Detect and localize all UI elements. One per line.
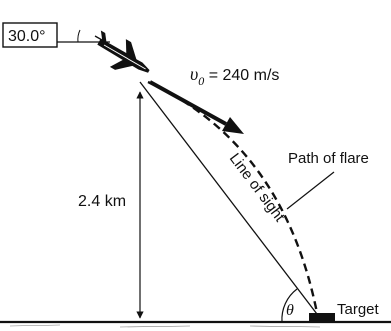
flare-path bbox=[147, 80, 320, 319]
path-label: Path of flare bbox=[288, 150, 369, 167]
angle-label-box: 30.0° bbox=[2, 22, 58, 48]
velocity-label: υ0 = 240 m/s bbox=[190, 64, 279, 88]
target-label: Target bbox=[337, 301, 380, 318]
line-of-sight bbox=[139, 81, 321, 319]
airplane-icon bbox=[97, 30, 150, 73]
path-label-leader bbox=[286, 171, 335, 210]
height-label: 2.4 km bbox=[78, 193, 126, 210]
target-icon bbox=[309, 313, 335, 322]
angle-label: 30.0° bbox=[8, 28, 46, 45]
line-of-sight-label: Line of sight bbox=[226, 150, 289, 225]
theta-label: θ bbox=[286, 302, 294, 319]
theta-arc bbox=[281, 288, 298, 323]
ground bbox=[0, 320, 391, 328]
